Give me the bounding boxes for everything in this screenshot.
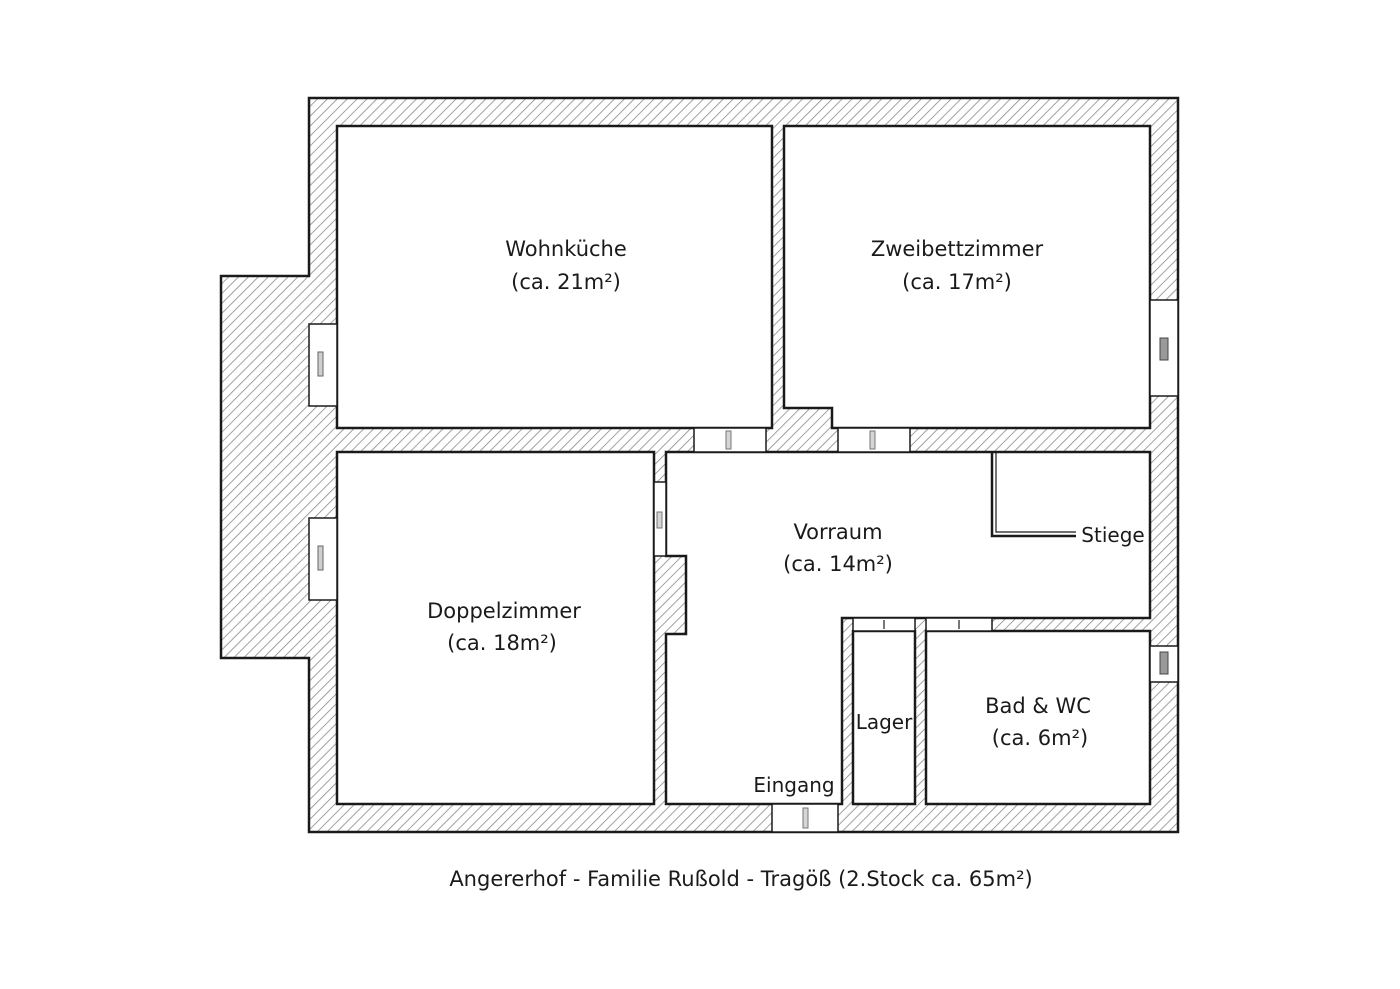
bad-area: (ca. 6m²)	[992, 726, 1088, 750]
vorraum-area: (ca. 14m²)	[783, 552, 893, 576]
room-zweibettzimmer	[782, 124, 1152, 430]
window-doppelzimmer	[308, 517, 338, 601]
window-zweibettzimmer	[1149, 299, 1179, 397]
bad-name: Bad & WC	[985, 694, 1091, 718]
stair-outline-inner	[995, 452, 1076, 533]
room-wohnkueche	[335, 124, 774, 430]
doppel-name: Doppelzimmer	[427, 599, 581, 623]
doppel-area: (ca. 18m²)	[447, 631, 557, 655]
window-bad	[1149, 645, 1179, 683]
wohnkueche-name: Wohnküche	[505, 237, 627, 261]
wohnkueche-area: (ca. 21m²)	[511, 270, 621, 294]
stair-outline	[990, 452, 1076, 538]
stiege-label: Stiege	[1081, 523, 1144, 547]
door-lager	[852, 617, 916, 632]
room-lager	[851, 629, 917, 806]
plan-caption: Angererhof - Familie Rußold - Tragöß (2.…	[449, 867, 1032, 891]
room-doppelzimmer	[335, 450, 656, 806]
eingang-label: Eingang	[753, 773, 834, 797]
entrance-door	[771, 803, 839, 833]
vorraum-name: Vorraum	[793, 520, 882, 544]
zweibett-area: (ca. 17m²)	[902, 270, 1012, 294]
room-bad	[924, 629, 1152, 806]
window-wohnkueche	[308, 323, 338, 407]
lager-label: Lager	[856, 710, 913, 734]
door-doppelzimmer	[653, 481, 667, 557]
door-bad	[925, 617, 993, 632]
door-wohnkueche	[693, 427, 767, 453]
room-vorraum	[664, 450, 1152, 806]
zweibett-name: Zweibettzimmer	[871, 237, 1044, 261]
door-zweibettzimmer	[837, 427, 911, 453]
